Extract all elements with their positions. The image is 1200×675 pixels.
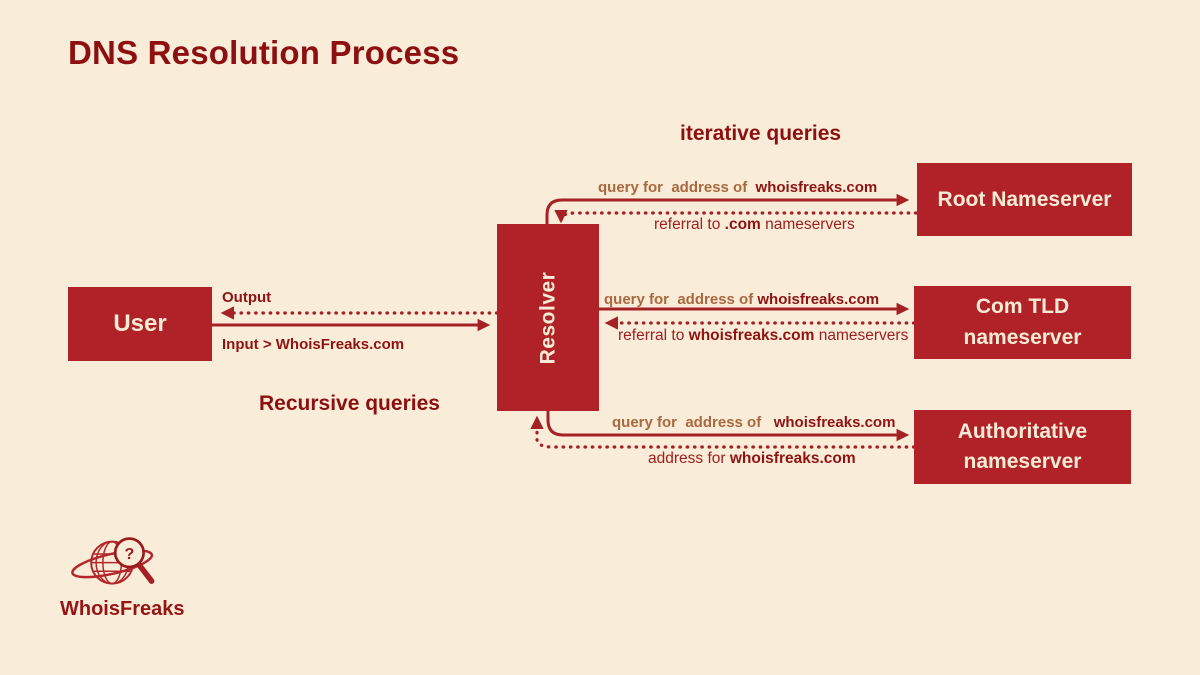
node-user: User	[68, 287, 212, 361]
node-root-nameserver: Root Nameserver	[917, 163, 1132, 236]
logo-question-mark: ?	[125, 545, 135, 563]
page-title: DNS Resolution Process	[68, 34, 460, 71]
edge-label-root-referral: referral to .com nameservers	[654, 216, 855, 233]
node-com-tld-nameserver: Com TLD nameserver	[914, 286, 1131, 359]
edge-label-auth-query: query for address of whoisfreaks.com	[612, 414, 896, 431]
node-resolver-label: Resolver	[536, 271, 559, 364]
node-resolver: Resolver	[497, 224, 599, 411]
edge-label-root-query: query for address of whoisfreaks.com	[598, 179, 878, 196]
edge-label-auth-address: address for whoisfreaks.com	[648, 450, 856, 467]
label-recursive-queries: Recursive queries	[259, 392, 440, 415]
edge-label-comtld-referral: referral to whoisfreaks.com nameservers	[618, 327, 909, 344]
edge-label-comtld-query: query for address of whoisfreaks.com	[604, 291, 880, 308]
node-com-tld-label: Com TLD nameserver	[963, 295, 1082, 349]
whoisfreaks-globe-icon: ?	[71, 537, 155, 585]
logo-text: WhoisFreaks	[60, 598, 185, 620]
node-user-label: User	[113, 310, 167, 337]
edge-label-output: Output	[222, 289, 272, 306]
logo: ? WhoisFreaks	[60, 533, 184, 621]
node-authoritative-label: Authoritative nameserver	[957, 419, 1088, 473]
edge-label-input: Input > WhoisFreaks.com	[222, 336, 405, 353]
node-authoritative-nameserver: Authoritative nameserver	[914, 410, 1131, 484]
node-root-label: Root Nameserver	[937, 187, 1112, 211]
label-iterative-queries: iterative queries	[680, 122, 842, 145]
